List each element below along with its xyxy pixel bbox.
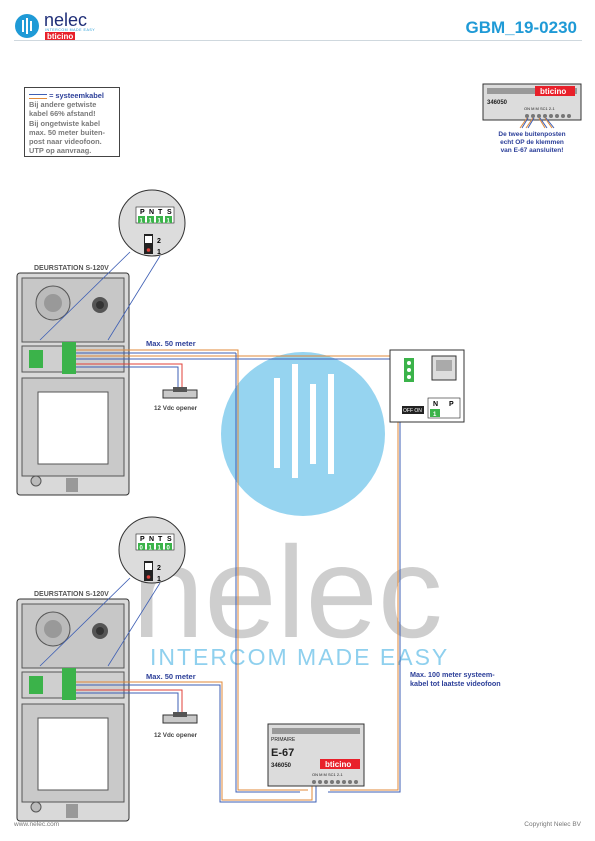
- terminal-inset: 346050 bticino ON M M SC1 2-1 De twee bu…: [482, 83, 582, 154]
- inset-screws: [525, 114, 571, 118]
- note-line: kabel 66% afstand!: [29, 109, 96, 119]
- supply-terminals: ON M M SC1 2-1: [312, 772, 343, 777]
- dip-header: T: [158, 209, 163, 216]
- terminal-block-green: [29, 676, 43, 694]
- inset-caption-line: van E-67 aansluiten!: [501, 147, 564, 154]
- door-opener-1: [162, 387, 198, 399]
- station-title: DEURSTATION S-120V: [34, 591, 109, 598]
- jumper-label: 1: [157, 249, 161, 256]
- header-divider: [14, 40, 582, 41]
- cable-legend-icon: [29, 93, 47, 99]
- power-supply-e67: PRIMAIRE E-67 346050 bticino ON M M SC1 …: [267, 723, 365, 787]
- footer-copyright: Copyright Nelec BV: [524, 821, 581, 828]
- dip-value: 1: [167, 219, 171, 225]
- cable-length-label: Max. 50 meter: [146, 339, 196, 348]
- door-station-1: DEURSTATION S-120V: [16, 265, 130, 496]
- brand-tagline: INTERCOM MADE EASY: [45, 28, 96, 32]
- jumper-label: 2: [157, 238, 161, 245]
- dip-value: 1: [140, 219, 144, 225]
- note-line: UTP op aanvraag.: [29, 146, 92, 156]
- dip-header: P: [140, 209, 145, 216]
- door-opener-2: [162, 712, 198, 724]
- supply-brand-bg: [320, 759, 360, 769]
- document-code: GBM_19-0230: [465, 18, 577, 37]
- dip-switch-detail-1: P N T S 1 1 1 1 2 1: [39, 189, 186, 341]
- brand-name: nelec: [44, 10, 88, 30]
- door-station-2: DEURSTATION S-120V: [16, 591, 130, 822]
- note-line: Bij andere getwiste: [29, 100, 97, 110]
- supply-brand: bticino: [325, 760, 351, 769]
- dip-value: 1: [149, 546, 153, 552]
- station-title: DEURSTATION S-120V: [34, 265, 109, 272]
- dip-value: 1: [158, 546, 162, 552]
- brand-logo: nelec INTERCOM MADE EASY bticino: [14, 10, 124, 41]
- dip-header: N: [149, 536, 154, 543]
- dip-value: 1: [149, 219, 153, 225]
- jumper-icon: [144, 561, 153, 581]
- supply-label-top: PRIMAIRE: [271, 737, 296, 743]
- watermark-bar: [274, 378, 280, 468]
- note-legend: = systeemkabel: [29, 91, 115, 100]
- terminal-block-green: [62, 668, 76, 700]
- video-monitor: OFF ON N P 1: [389, 349, 465, 423]
- station-2-wiring: [76, 681, 317, 803]
- dip-value: 0: [167, 546, 171, 552]
- brand-partner: bticino: [45, 32, 76, 41]
- cable-note: = systeemkabel Bij andere getwiste kabel…: [24, 87, 120, 157]
- supply-part-number: 346050: [271, 763, 292, 769]
- inset-part-number: 346050: [487, 100, 508, 106]
- footer-website: www.nelec.com: [14, 821, 60, 828]
- monitor-dip-value: 1: [433, 412, 437, 418]
- monitor-switch-label: OFF ON: [403, 408, 422, 414]
- button-icon: [30, 475, 42, 487]
- inset-brand-bg: [535, 86, 575, 96]
- watermark-circle: [221, 352, 385, 516]
- terminal-block-green: [62, 342, 76, 374]
- terminal-block-green: [29, 350, 43, 368]
- jumper-icon: [144, 234, 153, 254]
- opener-label: 12 Vdc opener: [154, 732, 198, 739]
- dip-header: S: [167, 209, 172, 216]
- logo-icon: [15, 14, 39, 38]
- note-line: Bij ongetwiste kabel: [29, 118, 101, 128]
- inset-brand: bticino: [540, 87, 566, 96]
- dip-header: S: [167, 536, 172, 543]
- opener-label: 12 Vdc opener: [154, 405, 198, 412]
- supply-model: E-67: [271, 747, 294, 759]
- watermark: [221, 352, 385, 516]
- supply-screws: [312, 780, 358, 784]
- dip-value: 0: [140, 546, 144, 552]
- inset-caption-line: echt OP de klemmen: [500, 139, 564, 146]
- watermark-tagline: INTERCOM MADE EASY: [150, 644, 449, 670]
- dip-header: T: [158, 536, 163, 543]
- watermark-bar: [292, 364, 298, 478]
- dip-value: 1: [158, 219, 162, 225]
- inset-caption-line: De twee buitenposten: [498, 131, 565, 138]
- monitor-dip-header: N: [433, 401, 438, 408]
- jumper-label: 2: [157, 565, 161, 572]
- dip-switch-detail-2: P N T S 0 1 1 0 2 1: [39, 516, 186, 667]
- inset-terminals: ON M M SC1 2-1: [524, 106, 555, 111]
- note-line: max. 50 meter buiten-: [29, 127, 105, 137]
- system-note-line: Max. 100 meter systeem-: [410, 670, 495, 679]
- jumper-label: 1: [157, 576, 161, 583]
- monitor-dip-header: P: [449, 401, 454, 408]
- watermark-bar: [328, 374, 334, 474]
- dip-header: P: [140, 536, 145, 543]
- watermark-bar: [310, 384, 316, 464]
- dip-header: N: [149, 209, 154, 216]
- system-note-line: kabel tot laatste videofoon: [410, 679, 501, 688]
- cable-length-label: Max. 50 meter: [146, 672, 196, 681]
- button-icon: [30, 801, 42, 813]
- note-line: post naar videofoon.: [29, 137, 102, 147]
